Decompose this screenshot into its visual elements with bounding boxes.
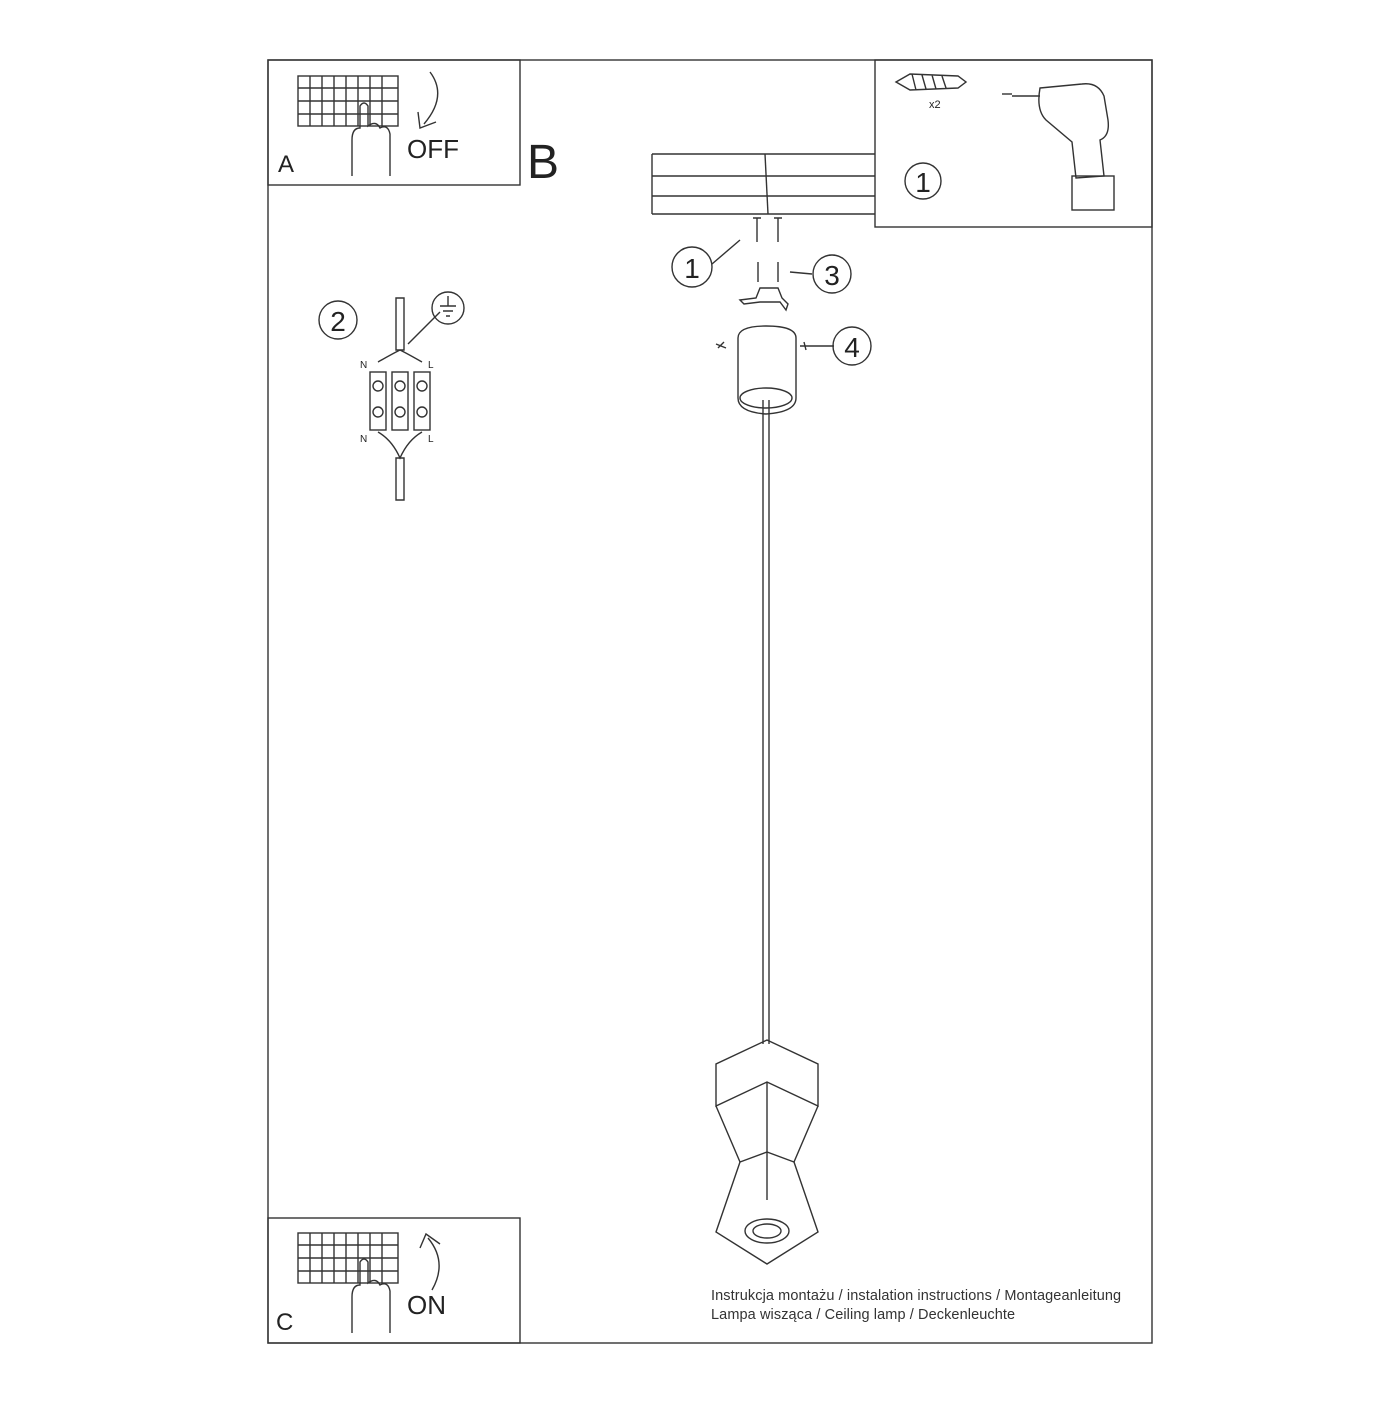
panel-b-letter: B	[527, 136, 559, 189]
step-number-4: 4	[844, 332, 860, 363]
step-number-1: 1	[684, 253, 700, 284]
hand-icon-c	[351, 1258, 391, 1333]
rotate-down-arrow-icon	[417, 71, 439, 129]
step-circle-1-tools	[904, 162, 942, 200]
panel-a-letter: A	[278, 151, 294, 178]
step-circle-3	[812, 254, 852, 294]
panel-c-letter: C	[276, 1309, 293, 1336]
lamp-shade	[715, 1039, 819, 1265]
ceiling-screws	[753, 217, 782, 242]
breaker-panel-icon-c	[297, 1232, 399, 1284]
bracket-screws	[757, 262, 779, 282]
breaker-panel-icon	[297, 75, 399, 127]
rotate-up-arrow-icon	[419, 1232, 441, 1291]
anchor-count: x2	[929, 99, 941, 111]
wire-label-l-top: L	[428, 360, 434, 371]
footer-line-2: Lampa wisząca / Ceiling lamp / Deckenleu…	[711, 1307, 1016, 1323]
mounting-bracket	[738, 287, 789, 312]
leader-line-3	[789, 271, 813, 275]
wire-label-l-bottom: L	[428, 434, 434, 445]
step-circle-1	[671, 246, 713, 288]
panel-c	[267, 1217, 521, 1344]
step-circle-2	[318, 300, 358, 340]
pendant-cable	[762, 400, 770, 1044]
canopy-screw-left	[715, 341, 727, 349]
step-number-2: 2	[330, 306, 346, 337]
tools-panel	[874, 59, 1153, 228]
footer-caption: Instrukcja montażu / instalation instruc…	[711, 1287, 1121, 1325]
step-number-tools: 1	[915, 167, 931, 198]
wall-anchor-icon	[894, 73, 968, 91]
panel-a	[267, 59, 521, 186]
ground-icon	[431, 291, 465, 325]
wiring-diagram	[369, 291, 465, 501]
step-circle-4	[832, 326, 872, 366]
leader-line-1	[711, 239, 741, 265]
hand-icon	[351, 102, 391, 176]
ceiling	[651, 153, 875, 215]
wire-label-n-top: N	[360, 360, 367, 371]
canopy-screw-right	[800, 341, 812, 351]
on-label: ON	[407, 1290, 446, 1320]
off-label: OFF	[407, 134, 459, 164]
canopy	[737, 325, 797, 415]
wire-label-n-bottom: N	[360, 434, 367, 445]
main-frame	[267, 59, 1153, 1344]
drill-icon	[1002, 83, 1115, 211]
step-number-3: 3	[824, 260, 840, 291]
footer-line-1: Instrukcja montażu / instalation instruc…	[711, 1288, 1122, 1304]
